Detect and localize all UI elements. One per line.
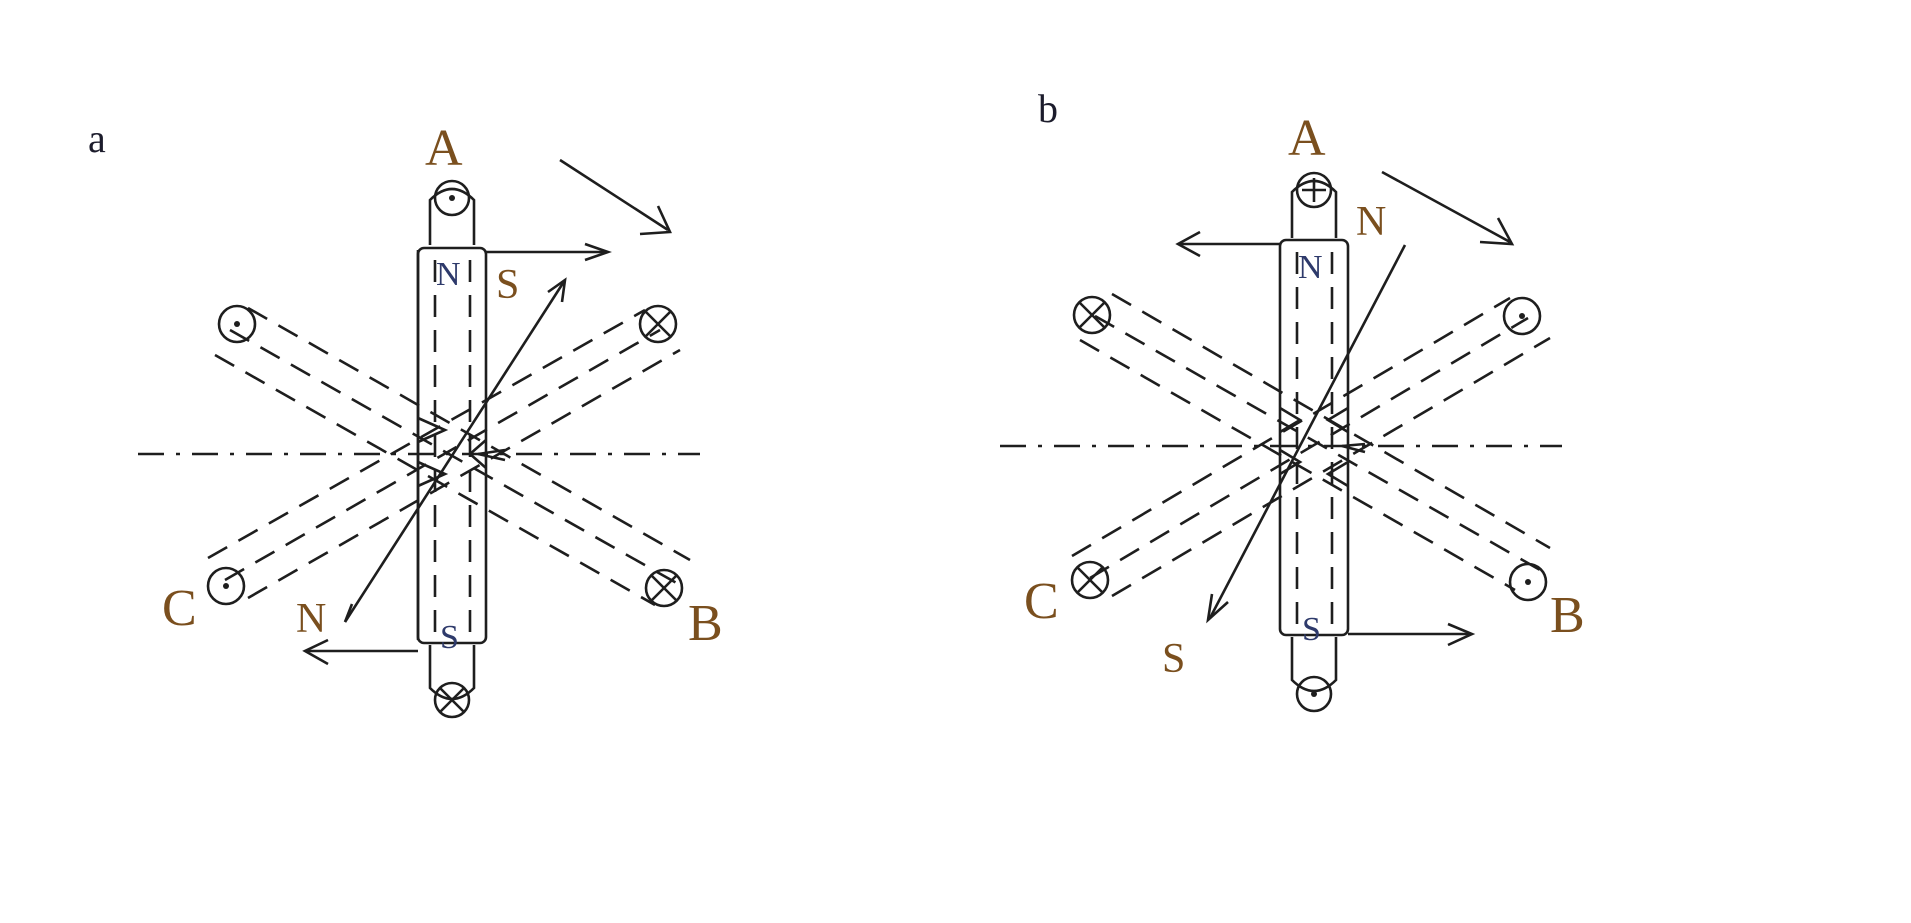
panel-b-coil-c-top-cross-icon bbox=[1072, 295, 1112, 335]
panel-b-rotor-south-label: S bbox=[1302, 611, 1321, 648]
panel-a-coil-c-top-dot-icon bbox=[217, 304, 257, 344]
panel-b-rotation-arrow bbox=[1381, 170, 1515, 246]
panel-a-diagonal-coil-bc bbox=[207, 308, 681, 600]
panel-a-label: a bbox=[88, 116, 106, 161]
panel-b-field-south-label: S bbox=[1162, 636, 1185, 682]
panel-b-field-axis-arrow bbox=[1206, 244, 1407, 624]
panel-a-coil-b-bottom-cross-icon bbox=[644, 568, 684, 608]
panel-b-coil-c-bottom-cross-icon bbox=[1070, 560, 1110, 600]
panel-a-field-axis-arrow bbox=[343, 277, 567, 623]
panel-a-rotation-arrow bbox=[559, 158, 672, 236]
panel-a-rotor-north-label: N bbox=[436, 256, 461, 293]
panel-a-coil-c-label: C bbox=[162, 580, 197, 637]
panel-b-coil-c-label: C bbox=[1024, 573, 1059, 630]
panel-b-bottom-force-arrow bbox=[1348, 622, 1476, 647]
panel-a-field-north-label: N bbox=[296, 596, 326, 642]
panel-b-coil-b-bottom-dot-icon bbox=[1508, 562, 1548, 602]
panel-b-coil-b-top-dot-icon bbox=[1502, 296, 1542, 336]
panel-a-top-force-arrow bbox=[486, 242, 612, 262]
panel-a-coil-a-top-dot-icon bbox=[433, 179, 471, 217]
panel-b: b bbox=[1000, 86, 1585, 713]
panel-a-coil-a-bottom-cross-icon bbox=[433, 681, 471, 719]
panel-a-coil-b-top-cross-icon bbox=[638, 304, 678, 344]
panel-b-diagonal-coil-cb bbox=[1079, 292, 1551, 592]
panel-a-rotor-south-label: S bbox=[440, 619, 459, 656]
panel-b-coil-a-label: A bbox=[1288, 110, 1326, 167]
panel-b-field-north-label: N bbox=[1356, 199, 1386, 245]
panel-b-coil-b-label: B bbox=[1550, 587, 1585, 644]
panel-a-center-force-marks bbox=[417, 416, 506, 488]
panel-b-top-force-arrow bbox=[1175, 230, 1280, 258]
panel-a: a bbox=[88, 116, 723, 719]
panel-a-field-south-label: S bbox=[496, 262, 519, 308]
panel-b-coil-a-top-cross-icon bbox=[1295, 171, 1333, 209]
panel-a-coil-b-label: B bbox=[688, 595, 723, 652]
panel-b-label: b bbox=[1038, 86, 1058, 131]
panel-b-rotor-north-label: N bbox=[1298, 249, 1323, 286]
panel-a-coil-c-bottom-dot-icon bbox=[206, 566, 246, 606]
panel-b-coil-a-bottom-dot-icon bbox=[1295, 675, 1333, 713]
panel-a-coil-a-label: A bbox=[425, 120, 463, 177]
panel-a-bottom-force-arrow bbox=[302, 638, 418, 666]
